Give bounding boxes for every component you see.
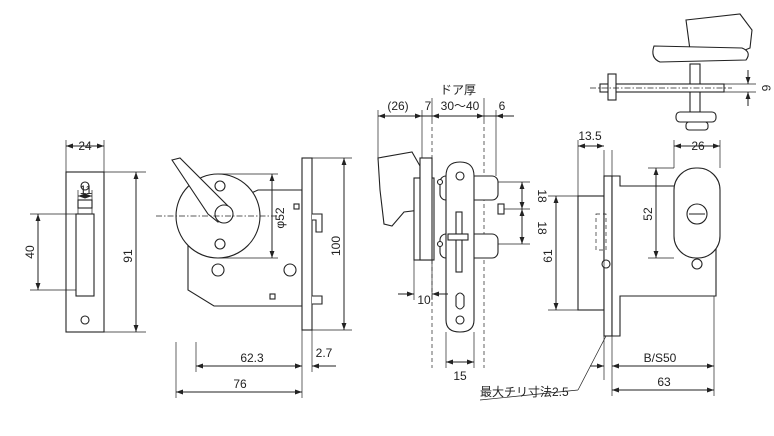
dim-rear-13-5: 13.5 bbox=[578, 129, 602, 143]
spindle-tip bbox=[497, 203, 505, 215]
thumb-turn-knob-section bbox=[377, 151, 421, 227]
rear-view: 6 13.5 26 52 61 B/S50 bbox=[479, 13, 773, 401]
dim-rosette-diameter: φ52 bbox=[273, 207, 287, 228]
section-view: ドア厚 (26) 7 30～40 6 18 18 10 15 bbox=[377, 83, 549, 383]
dim-front-width: 24 bbox=[78, 139, 92, 153]
dim-front-slot-height: 40 bbox=[23, 245, 37, 259]
top-shaft-collar bbox=[607, 73, 617, 101]
dim-front-height: 91 bbox=[121, 249, 135, 263]
dim-rear-63: 63 bbox=[657, 375, 671, 389]
dim-front-inner-width: 11 bbox=[80, 183, 93, 197]
door-thickness-title: ドア厚 bbox=[440, 83, 476, 97]
top-washer bbox=[685, 121, 709, 131]
dim-section-18-lower: 18 bbox=[535, 221, 549, 235]
dim-side-depth-offset: 2.7 bbox=[316, 346, 333, 360]
front-plate-latch-slot bbox=[75, 213, 95, 297]
case-mark-upper bbox=[293, 203, 300, 210]
lock-faceplate-side bbox=[301, 157, 313, 331]
max-reveal-note: 最大チリ寸法2.5 bbox=[480, 385, 569, 399]
dim-side-overall-width: 76 bbox=[233, 377, 247, 391]
top-knob-grip bbox=[685, 13, 753, 53]
top-nut bbox=[675, 111, 717, 123]
rosette-screw-top bbox=[214, 180, 226, 192]
dim-section-6: 6 bbox=[499, 99, 506, 113]
escutcheon-bar bbox=[447, 233, 469, 241]
front-plate-screw-hole-top bbox=[80, 181, 90, 191]
rear-plate-hole bbox=[601, 259, 611, 269]
rear-faceplate bbox=[603, 175, 613, 337]
escutcheon-slot bbox=[455, 211, 463, 273]
dim-section-26: (26) bbox=[387, 99, 408, 113]
dim-section-15: 15 bbox=[453, 369, 467, 383]
dim-rear-61: 61 bbox=[541, 249, 555, 263]
emergency-key-slot bbox=[455, 292, 465, 310]
spindle-hub bbox=[214, 204, 234, 224]
dim-side-height: 100 bbox=[329, 236, 343, 256]
front-plate-screw-hole-bottom bbox=[80, 315, 90, 325]
screw-head-2 bbox=[436, 240, 444, 248]
dim-rear-26: 26 bbox=[691, 139, 705, 153]
latch-outline-hidden bbox=[595, 213, 607, 251]
rear-faceplate-edge bbox=[577, 195, 605, 311]
dim-section-18-upper: 18 bbox=[535, 189, 549, 203]
escutcheon-hole-bottom bbox=[455, 315, 465, 325]
dim-door-thickness: 30～40 bbox=[441, 99, 480, 113]
screw-head-1 bbox=[436, 178, 444, 186]
escutcheon-hole-top bbox=[455, 171, 465, 181]
dim-rear-backset: B/S50 bbox=[644, 351, 677, 365]
front-plate-view: 24 11 40 91 bbox=[23, 139, 146, 333]
rear-mount-hole bbox=[691, 258, 703, 270]
mount-hole-right bbox=[283, 263, 297, 277]
side-view: φ52 100 62.3 2.7 76 bbox=[156, 157, 352, 398]
mount-hole-left bbox=[211, 263, 225, 277]
top-knob-base bbox=[652, 45, 749, 63]
dim-side-backset: 62.3 bbox=[240, 351, 264, 365]
rosette-screw-bottom bbox=[214, 238, 226, 250]
front-plate-small-slot bbox=[77, 199, 93, 209]
inner-plate-section bbox=[419, 157, 433, 261]
dim-section-10: 10 bbox=[417, 293, 431, 307]
case-mark-lower bbox=[269, 293, 276, 300]
dim-section-7: 7 bbox=[425, 99, 432, 113]
dim-rear-6: 6 bbox=[759, 85, 773, 92]
deadbolt-tab bbox=[312, 295, 323, 305]
dim-rear-52: 52 bbox=[641, 207, 655, 221]
latch-bolt bbox=[312, 213, 323, 233]
